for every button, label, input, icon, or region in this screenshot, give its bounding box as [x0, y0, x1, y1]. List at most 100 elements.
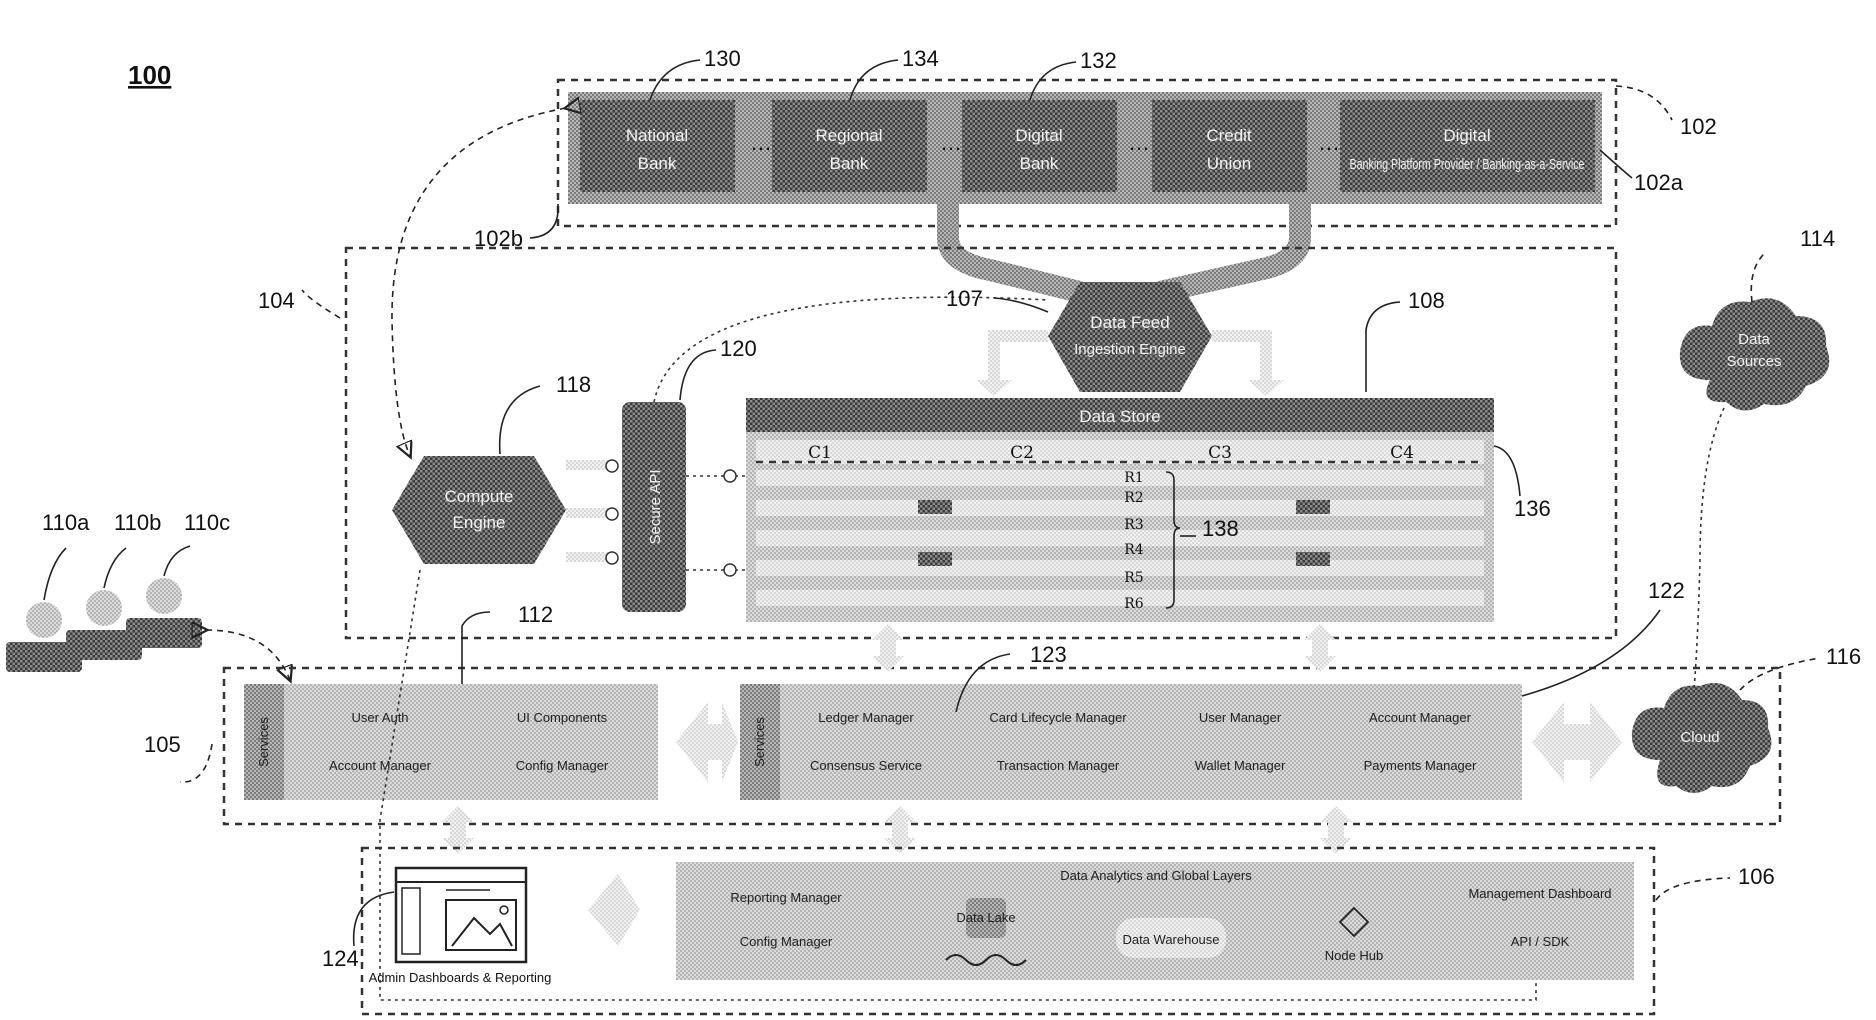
dashboard-analytics-arrow	[588, 874, 640, 946]
ingestion-to-store-arrow-right	[1212, 330, 1284, 396]
svg-text:Ingestion Engine: Ingestion Engine	[1074, 341, 1186, 358]
svc-wallet-manager: Wallet Manager	[1195, 758, 1286, 773]
users	[6, 578, 202, 672]
svg-text:Bank: Bank	[1020, 154, 1059, 173]
ref-102: 102	[1680, 114, 1717, 139]
ref-108: 108	[1408, 288, 1445, 313]
user-110c	[126, 578, 202, 648]
row-r5: R5	[1124, 570, 1143, 586]
svc-account-manager-2: Account Manager	[1369, 710, 1472, 725]
svg-text:Bank: Bank	[638, 154, 677, 173]
data-store-title: Data Store	[1079, 407, 1160, 426]
figure-number: 100	[128, 60, 171, 90]
ref-120: 120	[720, 336, 757, 361]
analytics-management-dashboard: Management Dashboard	[1468, 886, 1611, 901]
ref-110c: 110c	[184, 510, 230, 535]
ellipsis-2: …	[940, 130, 962, 155]
ellipsis-4: …	[1318, 130, 1340, 155]
services-block-left: Services User Auth UI Components Account…	[244, 684, 658, 800]
ref-107: 107	[946, 286, 983, 311]
ref-136: 136	[1514, 496, 1551, 521]
svg-text:Cloud: Cloud	[1680, 729, 1719, 746]
ref-132: 132	[1080, 48, 1117, 73]
column-c2: C2	[1010, 443, 1034, 463]
svg-text:Services: Services	[256, 717, 271, 767]
ref-116: 116	[1826, 644, 1861, 669]
ref-102a: 102a	[1634, 170, 1684, 195]
svc-ledger-manager: Ledger Manager	[818, 710, 914, 725]
svg-text:Union: Union	[1207, 154, 1251, 173]
source-credit-union: Credit Union	[1152, 100, 1307, 192]
ref-138: 138	[1202, 516, 1239, 541]
ref-106: 106	[1738, 864, 1775, 889]
compute-api-connectors	[566, 460, 618, 564]
column-c3: C3	[1208, 443, 1232, 463]
svg-text:National: National	[626, 126, 688, 145]
cloud-116: Cloud	[1632, 683, 1772, 793]
svg-text:Compute: Compute	[445, 487, 514, 506]
svg-text:Bank: Bank	[830, 154, 869, 173]
column-c1: C1	[808, 443, 832, 463]
source-digital-bank: Digital Bank	[962, 100, 1117, 192]
row-r4: R4	[1124, 542, 1144, 558]
svg-text:Data: Data	[1738, 331, 1770, 348]
svg-text:Regional: Regional	[815, 126, 882, 145]
analytics-config-manager: Config Manager	[740, 934, 833, 949]
ref-102b: 102b	[474, 226, 523, 251]
source-national-bank: National Bank	[580, 100, 735, 192]
svc-consensus-service: Consensus Service	[810, 758, 922, 773]
users-services-arrow	[206, 630, 290, 680]
services-link-arrow	[676, 702, 738, 782]
cloud-link-line	[1694, 408, 1724, 690]
analytics-reporting-manager: Reporting Manager	[730, 890, 842, 905]
ref-110a: 110a	[42, 510, 90, 535]
source-digital-banking-platform: Digital Banking Platform Provider / Bank…	[1340, 100, 1595, 192]
svc-user-auth: User Auth	[351, 710, 408, 725]
ref-124: 124	[322, 946, 359, 971]
row-r2: R2	[1124, 490, 1143, 506]
compute-engine: Compute Engine	[392, 456, 566, 564]
svc-account-manager: Account Manager	[329, 758, 432, 773]
ref-122: 122	[1648, 578, 1685, 603]
analytics-block: Data Analytics and Global Layers Reporti…	[676, 862, 1634, 980]
data-store: Data Store C1 C2 C3 C4 R1 R2 R3 R4 R5 R6	[746, 398, 1494, 622]
source-layer: National Bank … Regional Bank … Digital …	[558, 80, 1616, 226]
svg-text:Engine: Engine	[453, 513, 506, 532]
row-r3: R3	[1124, 517, 1143, 533]
ref-104: 104	[258, 288, 295, 313]
row-r6: R6	[1124, 596, 1144, 612]
svg-text:Secure API: Secure API	[647, 469, 664, 544]
svc-transaction-manager: Transaction Manager	[997, 758, 1120, 773]
analytics-data-warehouse: Data Warehouse	[1122, 932, 1219, 947]
svc-user-manager: User Manager	[1199, 710, 1282, 725]
ref-130: 130	[704, 46, 741, 71]
analytics-api-sdk: API / SDK	[1511, 934, 1570, 949]
data-feed-ingestion-engine: Data Feed Ingestion Engine	[1048, 282, 1212, 392]
ellipsis-3: …	[1128, 130, 1150, 155]
svg-text:Data Feed: Data Feed	[1090, 313, 1169, 332]
svc-payments-manager: Payments Manager	[1364, 758, 1477, 773]
svc-config-manager: Config Manager	[516, 758, 609, 773]
dashboard-caption: Admin Dashboards & Reporting	[369, 970, 552, 985]
row-r1: R1	[1124, 470, 1143, 486]
services-block-right: Services Ledger Manager Card Lifecycle M…	[740, 684, 1522, 800]
analytics-title: Data Analytics and Global Layers	[1060, 868, 1252, 883]
secure-api: Secure API	[622, 402, 686, 612]
svg-text:Credit: Credit	[1206, 126, 1252, 145]
api-store-connectors	[686, 470, 746, 576]
ref-114: 114	[1800, 226, 1835, 251]
ref-134: 134	[902, 46, 939, 71]
analytics-node-hub: Node Hub	[1325, 948, 1384, 963]
svc-ui-components: UI Components	[517, 710, 608, 725]
column-c4: C4	[1390, 443, 1414, 463]
analytics-data-lake: Data Lake	[956, 910, 1015, 925]
svg-text:Services: Services	[752, 717, 767, 767]
ref-118: 118	[556, 372, 591, 397]
svc-card-lifecycle-manager: Card Lifecycle Manager	[989, 710, 1127, 725]
ingestion-to-store-arrow-left	[976, 330, 1048, 396]
services-cloud-arrow	[1532, 702, 1622, 782]
ref-112: 112	[518, 602, 553, 627]
ref-110b: 110b	[114, 510, 161, 535]
svg-text:Banking Platform Provider / Ba: Banking Platform Provider / Banking-as-a…	[1350, 156, 1585, 173]
